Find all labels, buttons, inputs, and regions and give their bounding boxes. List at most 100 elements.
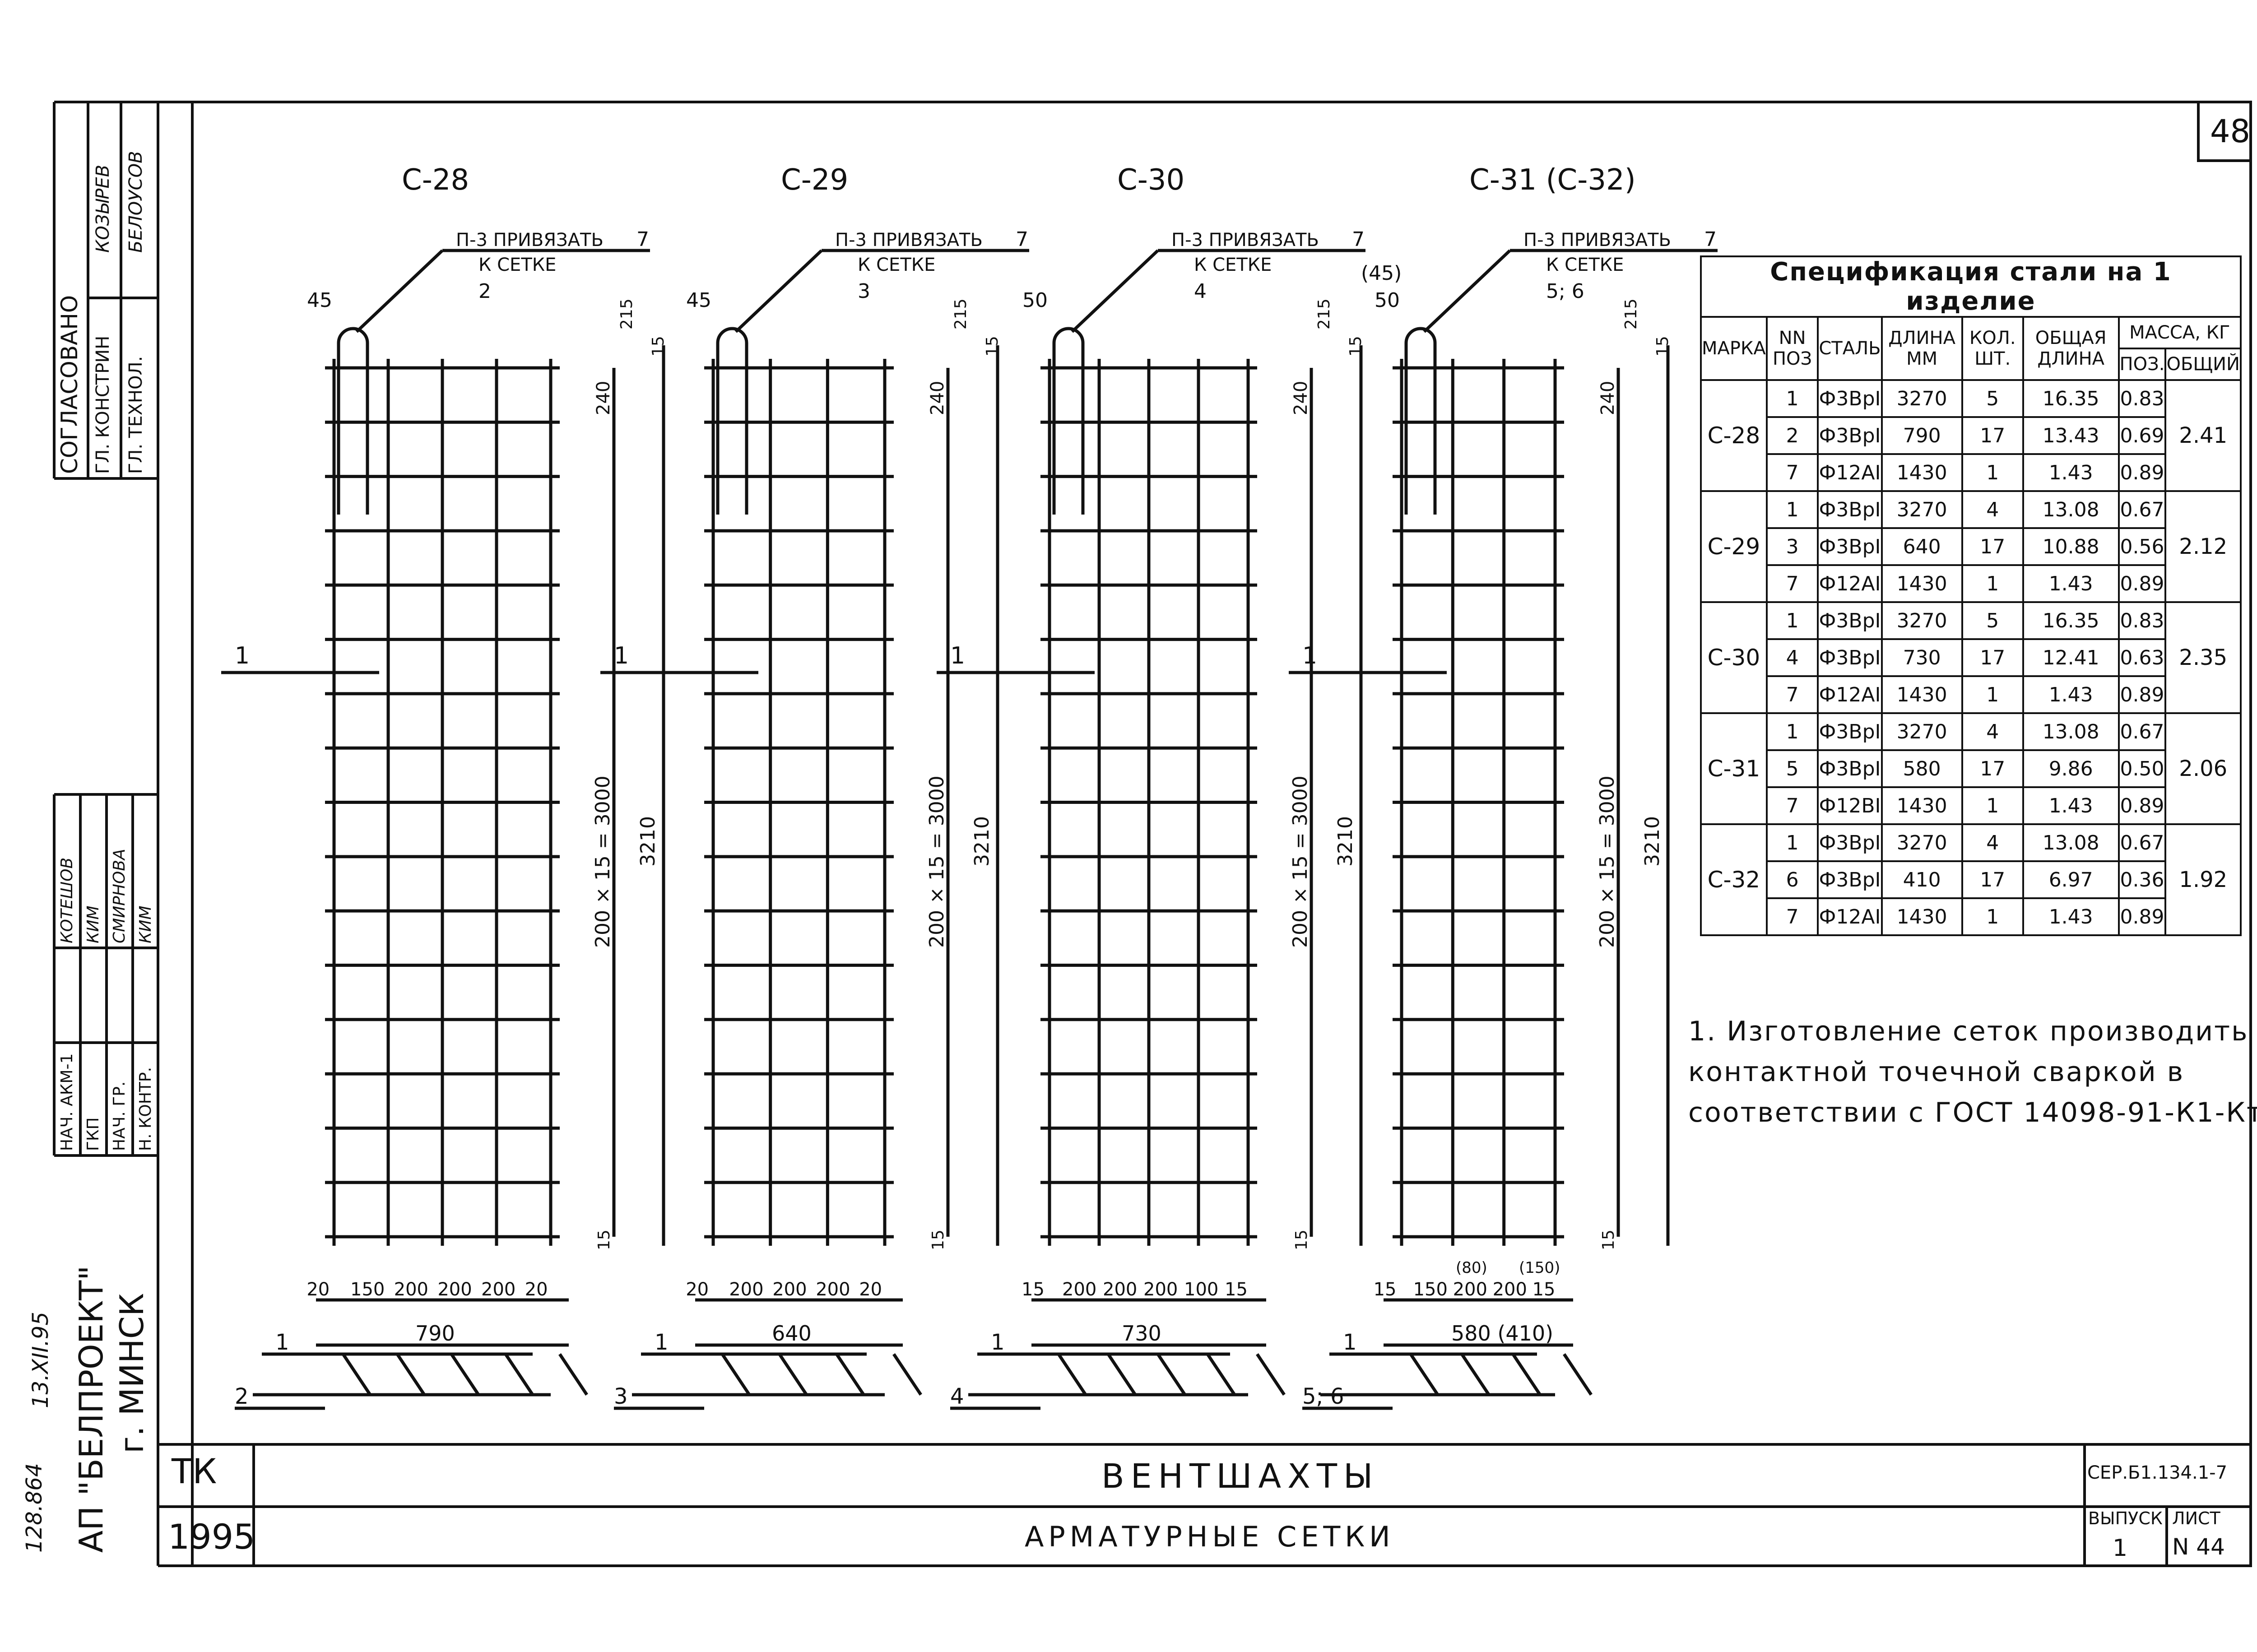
vertical-dimension: 200 × 15 = 3000 bbox=[1289, 775, 1312, 948]
loop-leader bbox=[734, 249, 823, 333]
position-1-label: 1 bbox=[1302, 642, 1317, 669]
signature-name-1: КОТЕШОВ bbox=[58, 857, 76, 943]
mesh-mark: С-30 bbox=[1117, 163, 1184, 197]
spec-cell: 5 bbox=[1765, 749, 1819, 788]
bottom-dimension: 15 bbox=[595, 1230, 613, 1250]
spec-cell: 9.86 bbox=[2022, 749, 2120, 788]
spec-cell: 17 bbox=[1961, 416, 2024, 455]
loop-position: 7 bbox=[1704, 228, 1717, 251]
edge-offset: 50 bbox=[1375, 289, 1400, 312]
bar-dimension: 200 bbox=[1062, 1279, 1096, 1300]
bar-dimension: 15 bbox=[1374, 1279, 1397, 1300]
spec-cell: 13.08 bbox=[2022, 823, 2120, 862]
section-diagonal bbox=[450, 1353, 480, 1396]
section-diagonal bbox=[396, 1353, 426, 1396]
spec-header-length: ДЛИНА ММ bbox=[1881, 316, 1963, 381]
loop-label: П-3 ПРИВЯЗАТЬ bbox=[1171, 230, 1319, 251]
spec-cell: 5 bbox=[1961, 601, 2024, 640]
approval-name-1: КОЗЫРЕВ bbox=[93, 164, 113, 253]
spec-header-steel: СТАЛЬ bbox=[1817, 316, 1883, 381]
top-dimension: 215 bbox=[618, 298, 636, 329]
spec-cell: 0.36 bbox=[2118, 860, 2167, 899]
signature-role-3: НАЧ. ГР. bbox=[110, 1081, 129, 1151]
spec-cell: Ф3ВрI bbox=[1817, 749, 1883, 788]
spec-cell: 3270 bbox=[1881, 490, 1963, 529]
loop-label-2: К СЕТКЕ bbox=[858, 255, 935, 275]
mesh-position: 3 bbox=[858, 280, 870, 303]
top-dimension: 240 bbox=[1598, 381, 1618, 415]
spec-cell: Ф3ВрI bbox=[1817, 712, 1883, 751]
loop-leader bbox=[1423, 249, 1511, 333]
section-diagonal bbox=[1409, 1353, 1439, 1396]
position-1-label: 1 bbox=[950, 642, 965, 669]
approval-date: 13.XII.95 bbox=[28, 1312, 53, 1408]
signature-name-4: КИМ bbox=[136, 905, 155, 943]
mesh-3 bbox=[1289, 249, 1718, 1410]
approval-name-2: БЕЛОУСОВ bbox=[125, 151, 146, 253]
section-diagonal bbox=[1156, 1353, 1186, 1396]
spec-cell: Ф3ВрI bbox=[1817, 638, 1883, 677]
vertical-dimension: 200 × 15 = 3000 bbox=[1596, 775, 1619, 948]
spec-cell: 16.35 bbox=[2022, 379, 2120, 418]
mesh-1 bbox=[600, 249, 1029, 1410]
spec-total-mass-cell: 2.12 bbox=[2164, 490, 2242, 603]
spec-cell: 1.43 bbox=[2022, 786, 2120, 825]
lifting-loop bbox=[1404, 327, 1437, 515]
spec-mark-cell: С-29 bbox=[1700, 490, 1768, 603]
spec-cell: 4 bbox=[1961, 823, 2024, 862]
loop-position: 7 bbox=[1352, 228, 1365, 251]
spec-cell: 0.67 bbox=[2118, 712, 2167, 751]
top-dimension: 215 bbox=[1622, 298, 1640, 329]
spec-cell: 0.89 bbox=[2118, 453, 2167, 492]
spec-cell: 7 bbox=[1765, 675, 1819, 714]
spec-cell: 13.08 bbox=[2022, 490, 2120, 529]
spec-cell: 3 bbox=[1765, 527, 1819, 566]
top-dimension: 15 bbox=[1347, 336, 1365, 357]
edge-offset: 45 bbox=[307, 289, 332, 312]
top-dimension: 240 bbox=[1291, 381, 1311, 415]
spec-cell: Ф12АI bbox=[1817, 564, 1883, 603]
approval-role-2: ГЛ. ТЕХНОЛ. bbox=[125, 356, 146, 474]
signature-role-2: ГКП bbox=[84, 1117, 102, 1151]
spec-cell: 13.08 bbox=[2022, 712, 2120, 751]
titleblock-year: 1995 bbox=[168, 1517, 255, 1557]
loop-label-2: К СЕТКЕ bbox=[478, 255, 556, 275]
spec-cell: 7 bbox=[1765, 786, 1819, 825]
bar-dimension: 200 bbox=[1493, 1279, 1527, 1300]
bar-dimension: 150 bbox=[350, 1279, 385, 1300]
section-bottom-label: 2 bbox=[235, 1384, 249, 1409]
spec-cell: 3270 bbox=[1881, 601, 1963, 640]
bar-dimension: 200 bbox=[394, 1279, 428, 1300]
bar-dimension: 20 bbox=[859, 1279, 882, 1300]
section-diagonal bbox=[558, 1353, 588, 1396]
spec-mark-cell: С-28 bbox=[1700, 379, 1768, 492]
bar-dimension: 200 bbox=[729, 1279, 763, 1300]
edge-offset-alt: (45) bbox=[1361, 262, 1402, 285]
spec-cell: 1 bbox=[1765, 490, 1819, 529]
spec-cell: 13.43 bbox=[2022, 416, 2120, 455]
section-top-label: 1 bbox=[655, 1330, 669, 1355]
mesh-width: 640 bbox=[772, 1321, 812, 1346]
spec-cell: 0.63 bbox=[2118, 638, 2167, 677]
section-bottom-label: 3 bbox=[614, 1384, 628, 1409]
section-diagonal bbox=[1206, 1353, 1236, 1396]
lifting-loop bbox=[716, 327, 748, 515]
spec-cell: Ф3ВрI bbox=[1817, 490, 1883, 529]
approval-label: СОГЛАСОВАНО bbox=[56, 295, 83, 474]
lifting-loop bbox=[337, 327, 369, 515]
spec-cell: 0.89 bbox=[2118, 675, 2167, 714]
bar-dimension: 15 bbox=[1022, 1279, 1045, 1300]
top-dimension: 15 bbox=[983, 336, 1002, 357]
spec-total-mass-cell: 1.92 bbox=[2164, 823, 2242, 936]
spec-cell: 1.43 bbox=[2022, 897, 2120, 936]
spec-cell: 1 bbox=[1765, 601, 1819, 640]
titleblock-issue-label: ВЫПУСК bbox=[2088, 1508, 2163, 1528]
top-dimension: 15 bbox=[649, 336, 668, 357]
